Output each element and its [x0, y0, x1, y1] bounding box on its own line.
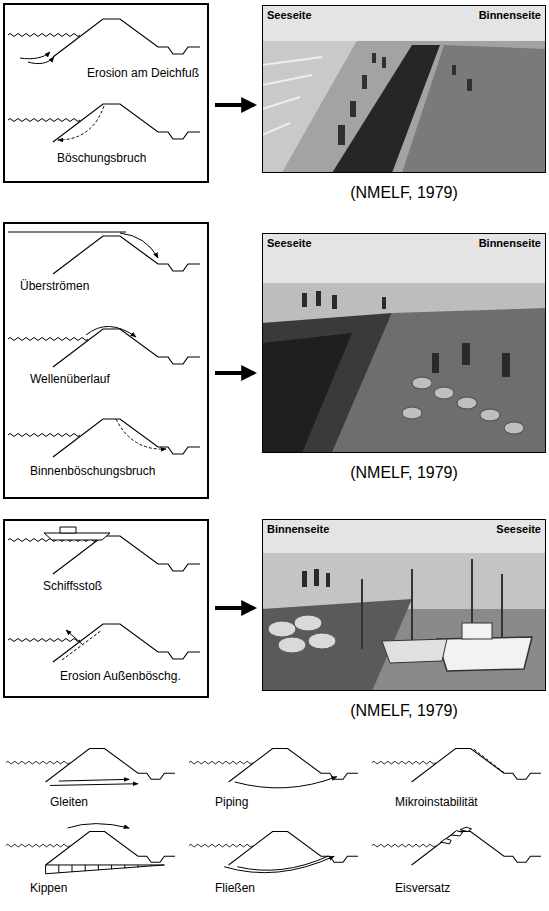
- mechanism-panel: ÜberströmenWellenüberlaufBinnenböschungs…: [3, 222, 209, 499]
- mechanism-label: Erosion Außenböschg.: [60, 670, 181, 684]
- mechanism-panel: SchiffsstoßErosion Außenböschg.: [3, 519, 209, 698]
- failure-mode-label: Mikroinstabilität: [395, 796, 478, 810]
- photo: [262, 233, 546, 453]
- mechanism-label: Erosion am Deichfuß: [87, 67, 199, 81]
- mechanism-label: Binnenböschungsbruch: [30, 465, 155, 479]
- dike-sketch: [8, 232, 200, 274]
- failure-mode-label: Fließen: [215, 882, 255, 896]
- failure-mode-label: Piping: [215, 796, 248, 810]
- photo-frame: BinnenseiteSeeseite(NMELF, 1979): [262, 519, 546, 691]
- failure-mode-label: Eisversatz: [395, 882, 450, 896]
- photo-frame: SeeseiteBinnenseite(NMELF, 1979): [262, 5, 546, 173]
- dike-sketch: [8, 527, 200, 574]
- dike-sketch: [6, 824, 175, 874]
- photo-side-label: Seeseite: [496, 523, 541, 536]
- connector-arrow: [215, 606, 254, 610]
- mechanism-label: Überströmen: [20, 280, 89, 294]
- dike-sketch: [8, 19, 200, 64]
- photo-side-label: Seeseite: [267, 237, 312, 250]
- mechanism-label: Wellenüberlauf: [30, 373, 110, 387]
- dike-sketch: [8, 624, 200, 662]
- dike-sketch: [189, 749, 358, 788]
- dike-sketch: [6, 749, 175, 786]
- dike-sketch: [189, 832, 358, 873]
- failure-mode-label: Kippen: [30, 882, 67, 896]
- mechanism-label: Böschungsbruch: [57, 152, 146, 166]
- photo-credit: (NMELF, 1979): [263, 184, 545, 202]
- photo-side-label: Binnenseite: [267, 523, 329, 536]
- dike-sketch: [372, 749, 541, 782]
- failure-mode-label: Gleiten: [50, 796, 88, 810]
- photo: [262, 5, 546, 173]
- photo-credit: (NMELF, 1979): [263, 702, 545, 720]
- photo-side-label: Seeseite: [267, 9, 312, 22]
- connector-arrow: [215, 103, 254, 107]
- photo-frame: SeeseiteBinnenseite(NMELF, 1979): [262, 233, 546, 453]
- dike-sketch: [372, 827, 541, 865]
- dike-sketch: [8, 419, 200, 457]
- photo-credit: (NMELF, 1979): [263, 464, 545, 482]
- photo-side-label: Binnenseite: [479, 237, 541, 250]
- dike-sketch: [8, 104, 200, 142]
- mechanism-label: Schiffsstoß: [43, 580, 102, 594]
- photo-side-label: Binnenseite: [479, 9, 541, 22]
- mechanism-panel: Erosion am DeichfußBöschungsbruch: [3, 3, 209, 183]
- dike-sketch: [8, 326, 200, 367]
- photo: [262, 519, 546, 691]
- connector-arrow: [215, 371, 254, 375]
